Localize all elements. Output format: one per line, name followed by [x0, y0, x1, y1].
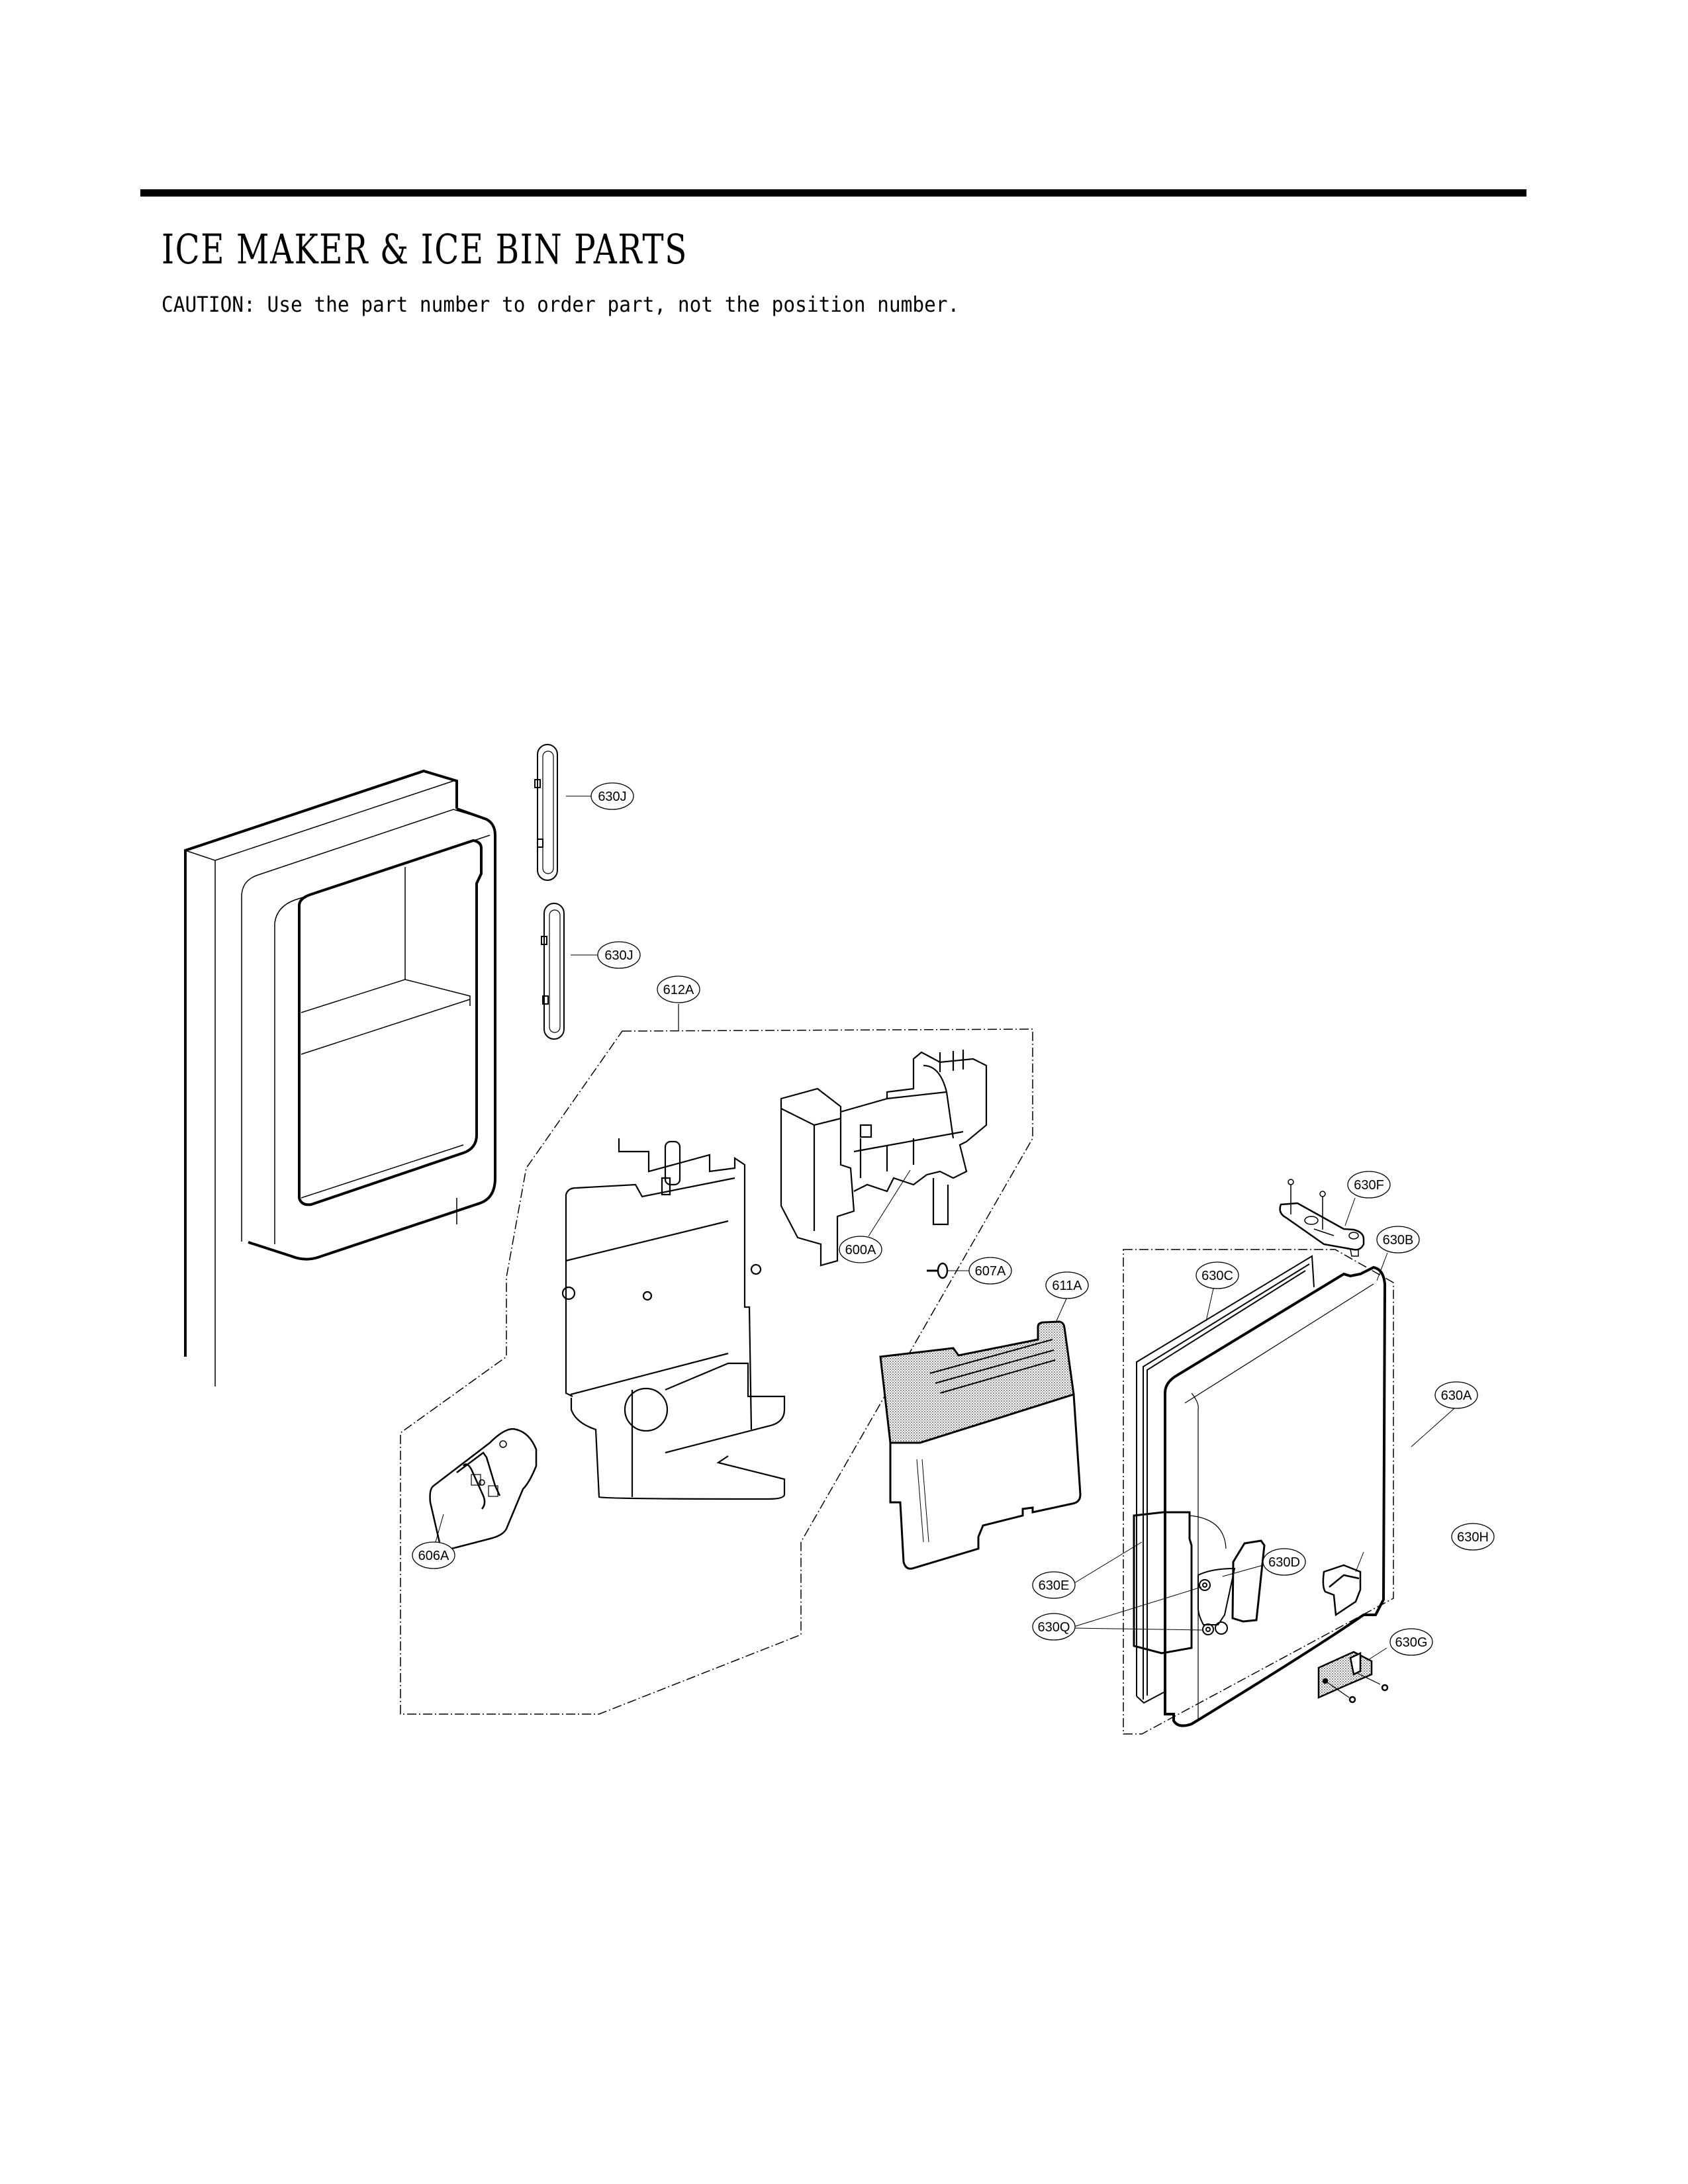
callout-bubble — [412, 1541, 455, 1569]
stopper-630h — [1322, 1564, 1362, 1617]
callout-630j-top: 630J — [590, 782, 634, 810]
leader-630q-b — [1073, 1627, 1204, 1631]
gasket-630c — [1136, 1255, 1315, 1704]
callout-bubble — [968, 1257, 1012, 1285]
auger-motor-606a — [429, 1428, 538, 1551]
callout-630e: 630E — [1032, 1571, 1076, 1599]
ice-bin-door-630a — [1164, 1265, 1387, 1727]
callout-bubble — [1032, 1613, 1076, 1641]
ice-bin-611a — [879, 1320, 1082, 1570]
callout-label: 630D — [1268, 1555, 1300, 1570]
header-rule — [140, 189, 1526, 197]
callout-630g: 630G — [1389, 1628, 1433, 1656]
callout-bubble — [1434, 1381, 1478, 1409]
callout-label: 607A — [975, 1264, 1006, 1279]
callout-bubble — [1045, 1271, 1089, 1299]
callout-bubble — [1262, 1548, 1306, 1576]
callout-bubble — [1389, 1628, 1433, 1656]
callout-labels: 630J 630J 612A 600A 607A 611A 606A 630F 630B 630C… — [412, 782, 1495, 1656]
leader-630d — [1222, 1565, 1264, 1577]
assembly-boundary-612a — [400, 1028, 1033, 1715]
callout-630c: 630C — [1196, 1261, 1239, 1289]
callout-label: 600A — [845, 1243, 876, 1257]
handle-630e — [1133, 1511, 1227, 1655]
callout-bubble — [1032, 1571, 1076, 1599]
leader-630f — [1344, 1197, 1356, 1226]
callout-630f: 630F — [1347, 1171, 1391, 1199]
caution-note: CAUTION: Use the part number to order pa… — [162, 292, 960, 317]
callout-label: 630J — [598, 790, 626, 804]
lamp-630j-top — [534, 744, 558, 881]
callout-label: 630A — [1441, 1388, 1472, 1403]
leader-630e — [1070, 1541, 1143, 1586]
callout-bubble — [597, 941, 641, 969]
callout-630a: 630A — [1434, 1381, 1478, 1409]
callout-label: 630H — [1457, 1530, 1489, 1545]
callout-607a: 607A — [968, 1257, 1012, 1285]
assembly-boundary-630a — [1123, 1249, 1394, 1735]
callout-bubble — [590, 782, 634, 810]
leader-630h — [1355, 1551, 1364, 1572]
callout-label: 630J — [604, 948, 633, 963]
callout-612a: 612A — [657, 976, 700, 1003]
screw-607a — [927, 1262, 949, 1279]
callout-611a: 611A — [1045, 1271, 1089, 1299]
callout-bubble — [1451, 1523, 1495, 1551]
callout-bubble — [1376, 1226, 1420, 1253]
callout-630d: 630D — [1262, 1548, 1306, 1576]
callout-label: 630E — [1039, 1578, 1070, 1593]
ice-maker-600a — [780, 1050, 988, 1267]
page-title: ICE MAKER & ICE BIN PARTS — [162, 225, 688, 273]
hinge-bracket-630g — [1317, 1651, 1389, 1704]
callout-630h: 630H — [1451, 1523, 1495, 1551]
callout-600a: 600A — [839, 1236, 882, 1263]
callout-label: 630Q — [1038, 1620, 1070, 1635]
callout-606a: 606A — [412, 1541, 455, 1569]
leader-630g — [1368, 1647, 1387, 1661]
callout-bubble — [839, 1236, 882, 1263]
screws-630q — [1199, 1579, 1228, 1635]
callout-bubble — [1196, 1261, 1239, 1289]
leader-630b — [1376, 1252, 1388, 1281]
callout-630j-bottom: 630J — [597, 941, 641, 969]
callout-label: 630F — [1354, 1178, 1384, 1193]
callout-label: 630G — [1395, 1635, 1428, 1650]
leader-630a — [1411, 1408, 1455, 1447]
lamp-630j-bottom — [541, 903, 565, 1040]
callout-bubble — [657, 976, 700, 1003]
leader-606a — [435, 1514, 444, 1543]
hinge-bracket-630f — [1279, 1179, 1365, 1257]
leader-630q-a — [1073, 1586, 1202, 1627]
callout-label: 611A — [1052, 1279, 1082, 1293]
leader-611a — [1055, 1297, 1068, 1323]
leader-600a — [868, 1169, 911, 1237]
leader-630c — [1205, 1288, 1214, 1322]
callout-630b: 630B — [1376, 1226, 1420, 1253]
callout-630q: 630Q — [1032, 1613, 1076, 1641]
handle-630d — [1197, 1539, 1266, 1625]
ice-maker-plate — [561, 1138, 786, 1500]
callout-label: 630B — [1383, 1233, 1414, 1248]
callout-label: 612A — [663, 983, 694, 997]
callout-label: 630C — [1201, 1269, 1233, 1283]
dispenser-door-frame — [184, 769, 496, 1387]
callout-bubble — [1347, 1171, 1391, 1199]
callout-label: 606A — [418, 1549, 449, 1563]
